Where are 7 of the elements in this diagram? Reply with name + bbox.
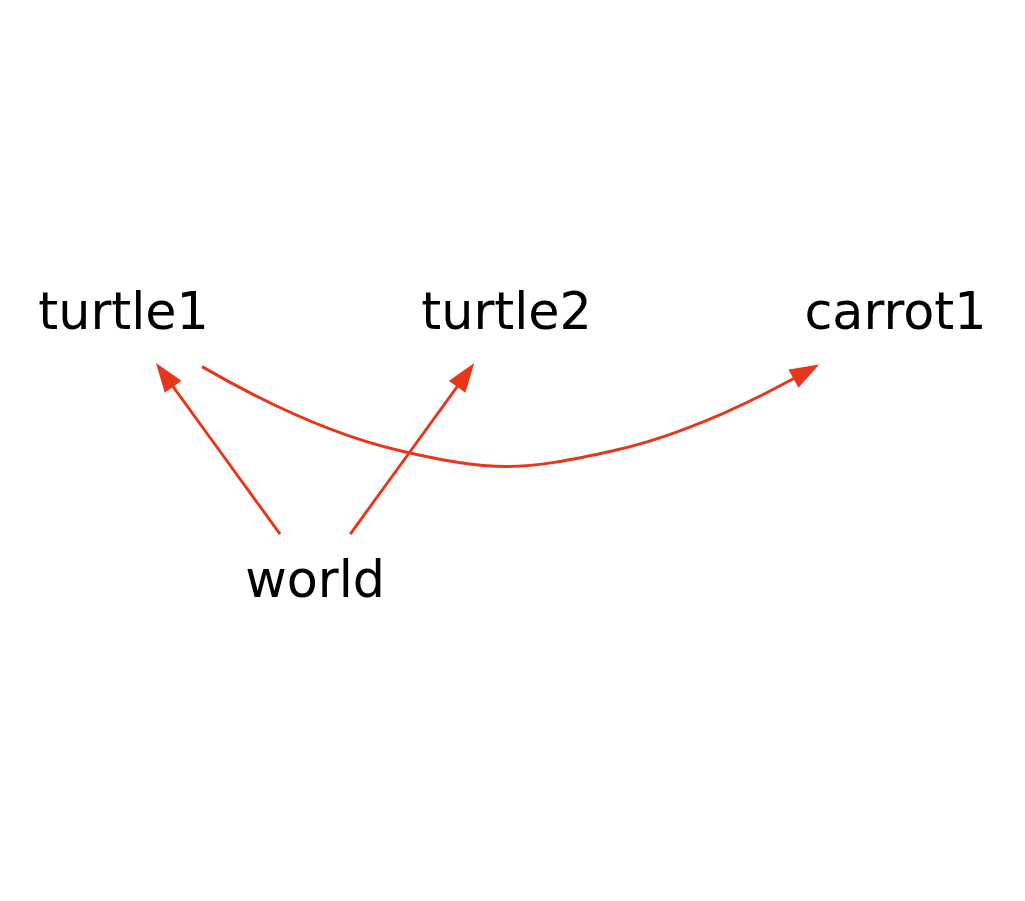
arrow — [201, 364, 820, 468]
node-text: turtle1 — [38, 281, 209, 341]
node-text: world — [245, 549, 386, 609]
node-text: carrot1 — [804, 281, 987, 341]
node-text: turtle2 — [421, 281, 592, 341]
arrow — [349, 363, 475, 535]
arrow — [155, 363, 282, 535]
